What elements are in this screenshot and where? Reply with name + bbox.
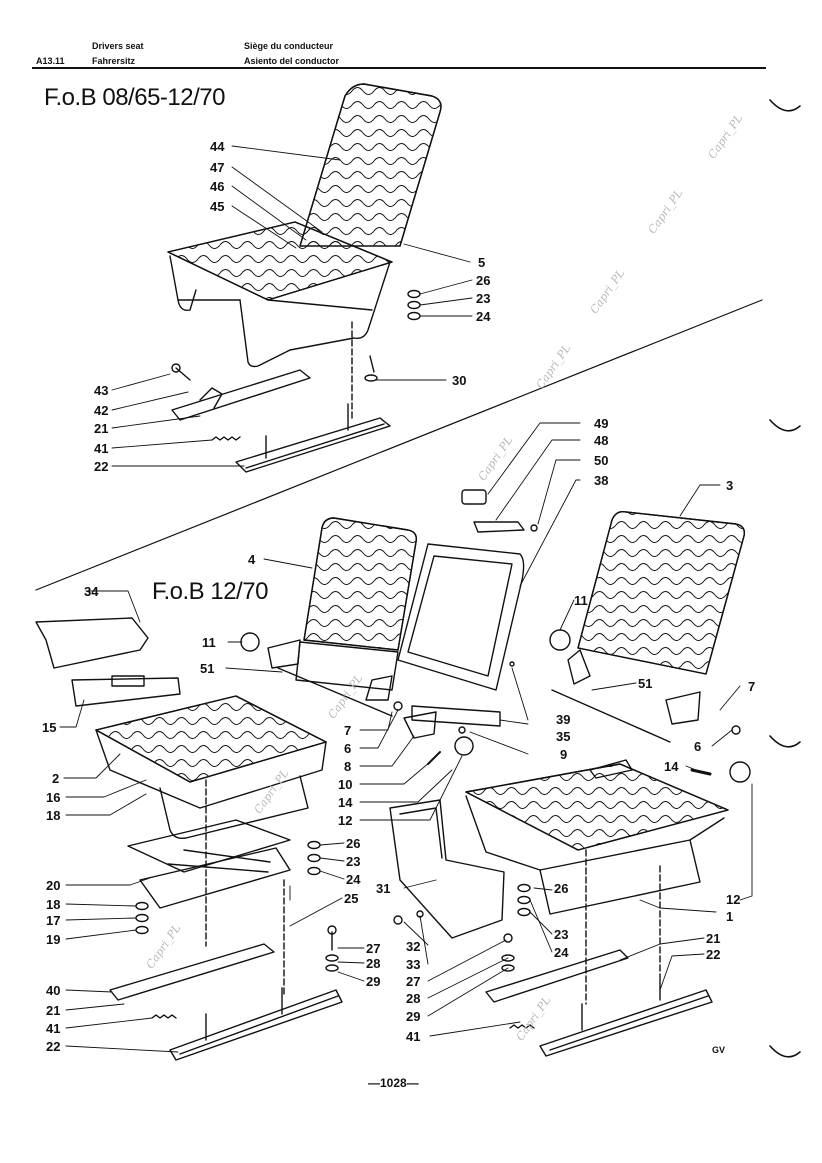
lower-seat-right — [389, 759, 729, 1057]
callout-25: 25 — [344, 891, 359, 906]
callout-22c: 22 — [706, 947, 721, 962]
callout-24b: 24 — [346, 872, 361, 887]
artist-mark: GV — [712, 1045, 726, 1055]
callout-18b: 18 — [46, 897, 61, 912]
lower-seat-left — [35, 617, 343, 1061]
callout-38: 38 — [594, 473, 609, 488]
callout-15: 15 — [42, 720, 57, 735]
callout-49: 49 — [594, 416, 609, 431]
callout-50: 50 — [594, 453, 609, 468]
callout-8: 8 — [344, 759, 352, 774]
callout-26c: 26 — [554, 881, 569, 896]
callout-44: 44 — [210, 139, 225, 154]
callout-41: 41 — [94, 441, 109, 456]
callout-17: 17 — [46, 913, 61, 928]
callout-3: 3 — [726, 478, 734, 493]
callout-9: 9 — [560, 747, 568, 762]
callout-41c: 41 — [406, 1029, 421, 1044]
callout-27b: 27 — [406, 974, 421, 989]
callout-12b: 12 — [726, 892, 741, 907]
callout-22: 22 — [94, 459, 109, 474]
callout-22b: 22 — [46, 1039, 61, 1054]
callout-32: 32 — [406, 939, 421, 954]
callout-31: 31 — [376, 881, 391, 896]
callout-42: 42 — [94, 403, 109, 418]
callout-24: 24 — [476, 309, 491, 324]
callout-14: 14 — [338, 795, 353, 810]
callout-35: 35 — [556, 729, 571, 744]
title-english: Drivers seat — [92, 41, 144, 51]
lower-backrest-left — [267, 517, 525, 717]
callout-2: 2 — [52, 771, 60, 786]
header-rule — [32, 67, 766, 69]
callout-16: 16 — [46, 790, 61, 805]
leader-lines — [59, 145, 753, 1053]
title-french: Siège du conducteur — [244, 41, 334, 51]
callout-23: 23 — [476, 291, 491, 306]
callout-7b: 7 — [748, 679, 756, 694]
callout-51: 51 — [200, 661, 215, 676]
callout-12: 12 — [338, 813, 353, 828]
callout-1: 1 — [726, 909, 734, 924]
callout-29b: 29 — [406, 1009, 421, 1024]
callout-47: 47 — [210, 160, 225, 175]
callout-10: 10 — [338, 777, 353, 792]
callout-20: 20 — [46, 878, 61, 893]
section-divider — [35, 299, 763, 591]
callout-30: 30 — [452, 373, 467, 388]
lower-backrest-right — [551, 510, 746, 743]
callout-18: 18 — [46, 808, 61, 823]
callout-21: 21 — [94, 421, 109, 436]
callout-29: 29 — [366, 974, 381, 989]
callout-5: 5 — [478, 255, 486, 270]
section-title-lower: F.o.B 12/70 — [152, 578, 268, 605]
callout-7: 7 — [344, 723, 352, 738]
title-spanish: Asiento del conductor — [244, 56, 340, 66]
callout-45: 45 — [210, 199, 225, 214]
callout-23c: 23 — [554, 927, 569, 942]
section-title-upper: F.o.B 08/65-12/70 — [44, 84, 225, 111]
callout-24c: 24 — [554, 945, 569, 960]
callout-28: 28 — [366, 956, 381, 971]
callout-33: 33 — [406, 957, 421, 972]
callout-21c: 21 — [706, 931, 721, 946]
callout-48: 48 — [594, 433, 609, 448]
binder-marks — [769, 99, 801, 1058]
callout-39: 39 — [556, 712, 571, 727]
callout-34: 34 — [84, 584, 99, 599]
callout-26b: 26 — [346, 836, 361, 851]
callout-26: 26 — [476, 273, 491, 288]
callout-23b: 23 — [346, 854, 361, 869]
page-number: —1028— — [368, 1076, 419, 1090]
callout-4: 4 — [248, 552, 256, 567]
callout-27: 27 — [366, 941, 381, 956]
title-german: Fahrersitz — [92, 56, 136, 66]
callout-51b: 51 — [638, 676, 653, 691]
callout-46: 46 — [210, 179, 225, 194]
callout-28b: 28 — [406, 991, 421, 1006]
callout-11b: 11 — [574, 593, 588, 608]
callout-43: 43 — [94, 383, 109, 398]
callout-6: 6 — [344, 741, 352, 756]
callout-40: 40 — [46, 983, 61, 998]
callout-19: 19 — [46, 932, 61, 947]
section-code: A13.11 — [36, 56, 65, 66]
callout-41b: 41 — [46, 1021, 61, 1036]
upper-seat — [167, 83, 442, 473]
callout-11: 11 — [202, 635, 216, 650]
callout-6b: 6 — [694, 739, 702, 754]
callout-21b: 21 — [46, 1003, 61, 1018]
lower-small-parts — [240, 489, 751, 783]
callout-14b: 14 — [664, 759, 679, 774]
